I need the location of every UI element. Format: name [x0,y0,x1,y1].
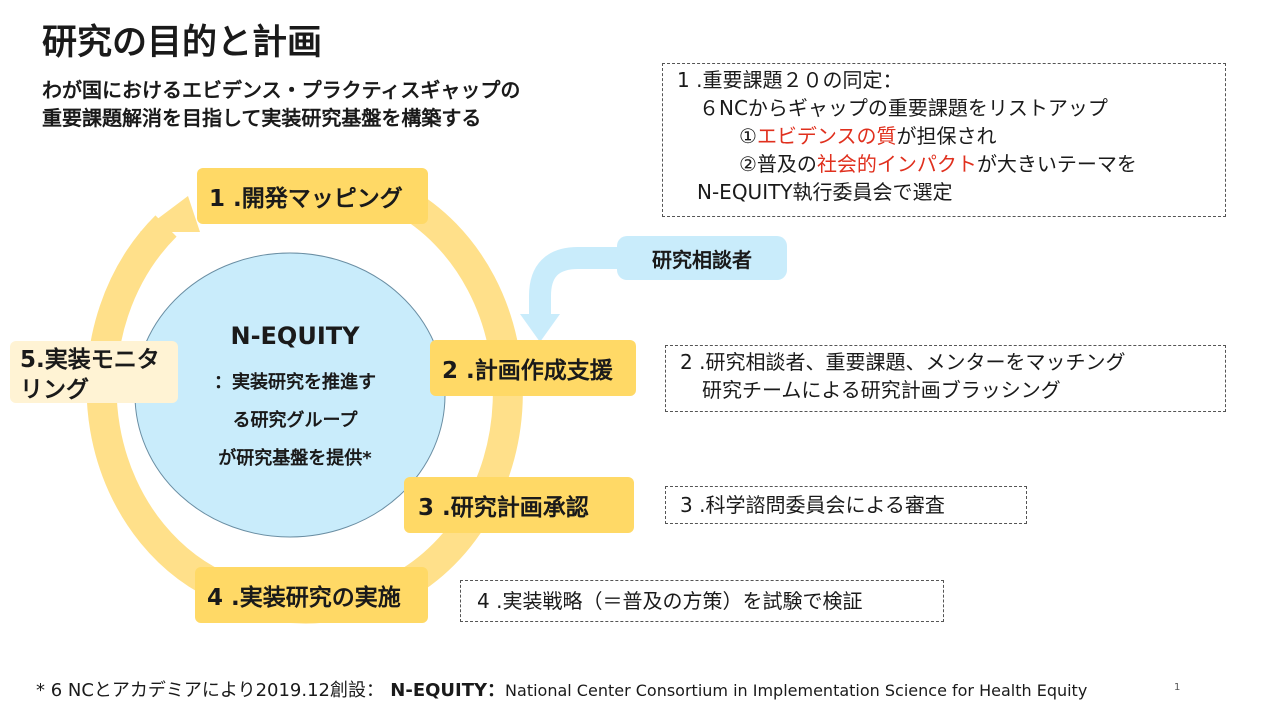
consultant-label: 研究相談者 [652,247,752,272]
note-2-line-2: 研究チームによる研究計画ブラッシング [702,378,1061,402]
subtitle-line-2: 重要課題解消を目指して実装研究基盤を構築する [42,106,482,130]
note-1-line-2: ６NCからギャップの重要課題をリストアップ [699,96,1108,120]
step-5-box: 5.実装モニタ リング [10,341,178,403]
note-1-line-4: ②普及の社会的インパクトが大きいテーマを [739,152,1137,176]
consultant-box: 研究相談者 [617,236,787,280]
note-4-text: 4 .実装戦略（＝普及の方策）を試験で検証 [477,589,863,613]
step-1-box: 1 .開発マッピング [197,168,428,224]
step-4-box: 4 .実装研究の実施 [195,567,428,623]
note-3-box: 3 .科学諮問委員会による審査 [665,486,1027,524]
note-1-line-1: 1 .重要課題２０の同定： [677,68,903,92]
note-1-box: 1 .重要課題２０の同定： ６NCからギャップの重要課題をリストアップ ①エビデ… [662,63,1226,217]
note-2-line-1: 2 .研究相談者、重要課題、メンターをマッチング [680,350,1126,374]
center-line-2: る研究グループ [232,410,358,431]
footnote-abbrev: N-EQUITY： [384,680,506,701]
center-title: N-EQUITY [230,322,360,350]
page-title: 研究の目的と計画 [42,23,323,63]
step-5-label-line-2: リング [20,377,89,403]
consultant-arrow-body [529,247,620,316]
step-5-label-line-1: 5.実装モニタ [20,347,160,373]
footnote-fullname: National Center Consortium in Implementa… [505,681,1088,700]
center-circle [134,252,446,538]
note-3-text: 3 .科学諮問委員会による審査 [680,493,945,517]
cycle-arrowhead [140,196,200,232]
cycle-arrow-ring [86,186,523,608]
highlight-social-impact: 社会的インパクト [816,152,977,176]
step-2-label: 2 .計画作成支援 [442,358,613,384]
highlight-evidence-quality: エビデンスの質 [756,124,897,148]
step-4-label: 4 .実装研究の実施 [207,585,401,611]
consultant-arrowhead [520,314,560,342]
subtitle-line-1: わが国におけるエビデンス・プラクティスギャップの [42,78,521,102]
step-1-label: 1 .開発マッピング [209,186,403,212]
note-1-line-3: ①エビデンスの質が担保され [739,124,997,148]
note-2-box: 2 .研究相談者、重要課題、メンターをマッチング 研究チームによる研究計画ブラッ… [665,345,1226,412]
footnote: * 6 NCとアカデミアにより2019.12創設： N-EQUITY：Natio… [36,676,1087,702]
page-number: 1 [1174,682,1181,693]
step-3-label: 3 .研究計画承認 [418,495,589,521]
center-line-3: が研究基盤を提供* [218,448,372,469]
step-2-box: 2 .計画作成支援 [430,340,636,396]
note-1-line-5: N-EQUITY執行委員会で選定 [697,180,953,204]
step-3-box: 3 .研究計画承認 [404,477,634,533]
center-line-1: ：実装研究を推進す [214,372,376,393]
note-4-box: 4 .実装戦略（＝普及の方策）を試験で検証 [460,580,944,622]
footnote-founding: * 6 NCとアカデミアにより2019.12創設： [36,680,385,701]
